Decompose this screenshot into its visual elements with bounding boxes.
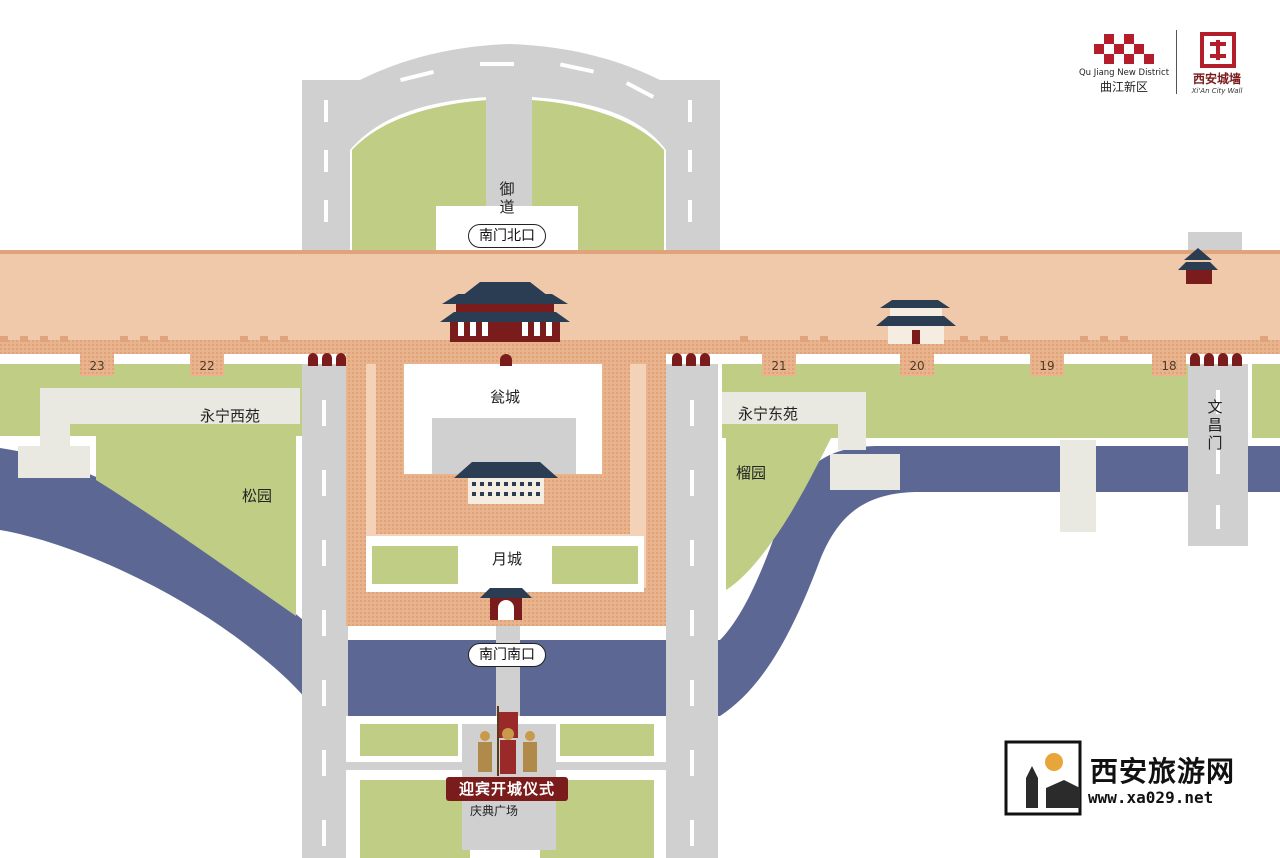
corner-tower (876, 300, 956, 344)
tower-number: 22 (199, 359, 215, 373)
watermark-logo (1004, 740, 1082, 816)
song-garden-label: 松园 (242, 487, 273, 505)
tower-number: 20 (909, 359, 925, 373)
soldier-figures (478, 706, 537, 776)
citywall-en: Xi'An City Wall (1191, 87, 1243, 95)
citywall-logo: 西安城墙 Xi'An City Wall (1184, 30, 1250, 95)
grass-north-right (532, 100, 664, 250)
tower-number: 21 (771, 359, 787, 373)
citywall-logo-mark (1200, 32, 1236, 68)
south-gate-tower (440, 282, 570, 342)
song-garden (96, 436, 296, 616)
qujiang-logo-mark (1094, 34, 1154, 64)
yuecheng-label: 月城 (492, 550, 523, 568)
tower-number: 18 (1161, 359, 1177, 373)
watermark-url: www.xa029.net (1088, 788, 1214, 807)
south-exit-label[interactable]: 南门南口 (468, 643, 546, 667)
citywall-calligraphy: 西安城墙 (1192, 72, 1241, 86)
north-exit-label[interactable]: 南门北口 (468, 224, 546, 248)
yuecheng-gate-tower (480, 588, 532, 620)
grass-north-left (352, 100, 488, 250)
tower-number: 23 (89, 359, 105, 373)
plaza-label: 庆典广场 (470, 804, 519, 818)
pavilion (1178, 248, 1218, 284)
qujiang-en: Qu Jiang New District (1078, 68, 1170, 78)
logo-divider (1176, 30, 1177, 94)
yongning-west-label: 永宁西苑 (200, 407, 261, 425)
imperial-road-label: 御道 (499, 180, 515, 216)
ceremony-banner: 迎宾开城仪式 (446, 777, 568, 801)
liu-garden (726, 428, 836, 590)
wenchang-gate-label: 文昌门 (1207, 398, 1223, 452)
arrow-tower (454, 462, 558, 504)
city-wall (0, 250, 1280, 346)
road-north-loop (302, 44, 720, 250)
liu-garden-label: 榴园 (736, 464, 767, 482)
wengcheng-label: 瓮城 (490, 388, 521, 406)
yongning-east-label: 永宁东苑 (738, 405, 799, 423)
watermark-title: 西安旅游网 (1090, 755, 1236, 788)
qujiang-logo: Qu Jiang New District 曲江新区 (1076, 30, 1172, 95)
qujiang-cn: 曲江新区 (1099, 80, 1148, 94)
tower-number: 19 (1039, 359, 1055, 373)
